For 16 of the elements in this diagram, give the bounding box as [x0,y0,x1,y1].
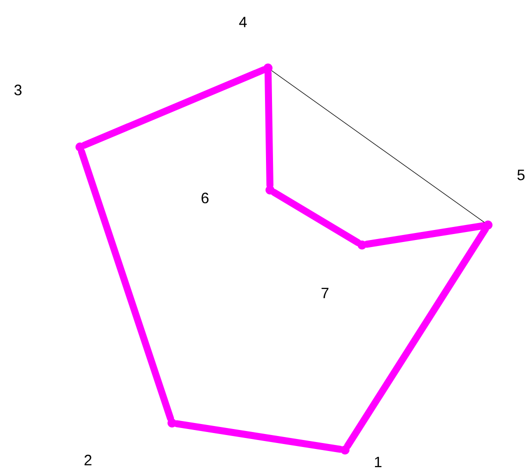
vertex-label: 6 [202,192,209,204]
vertex-label: 1 [374,456,382,468]
polygon-edge [80,66,268,149]
polygon-edge [173,420,344,453]
polygon-edge [270,188,362,246]
polygon-edge [78,148,174,422]
vertex-label: 5 [517,170,525,180]
polygon-edge [363,222,487,248]
polygon-edge [264,69,274,189]
vertex-label: 7 [322,288,328,298]
polygon-edge [272,70,484,223]
vertex-label: 2 [84,454,92,466]
vertex-point [76,142,84,152]
vertex-point [168,418,176,428]
vertex-label: 4 [239,16,247,28]
vertex-label: 3 [14,84,22,96]
